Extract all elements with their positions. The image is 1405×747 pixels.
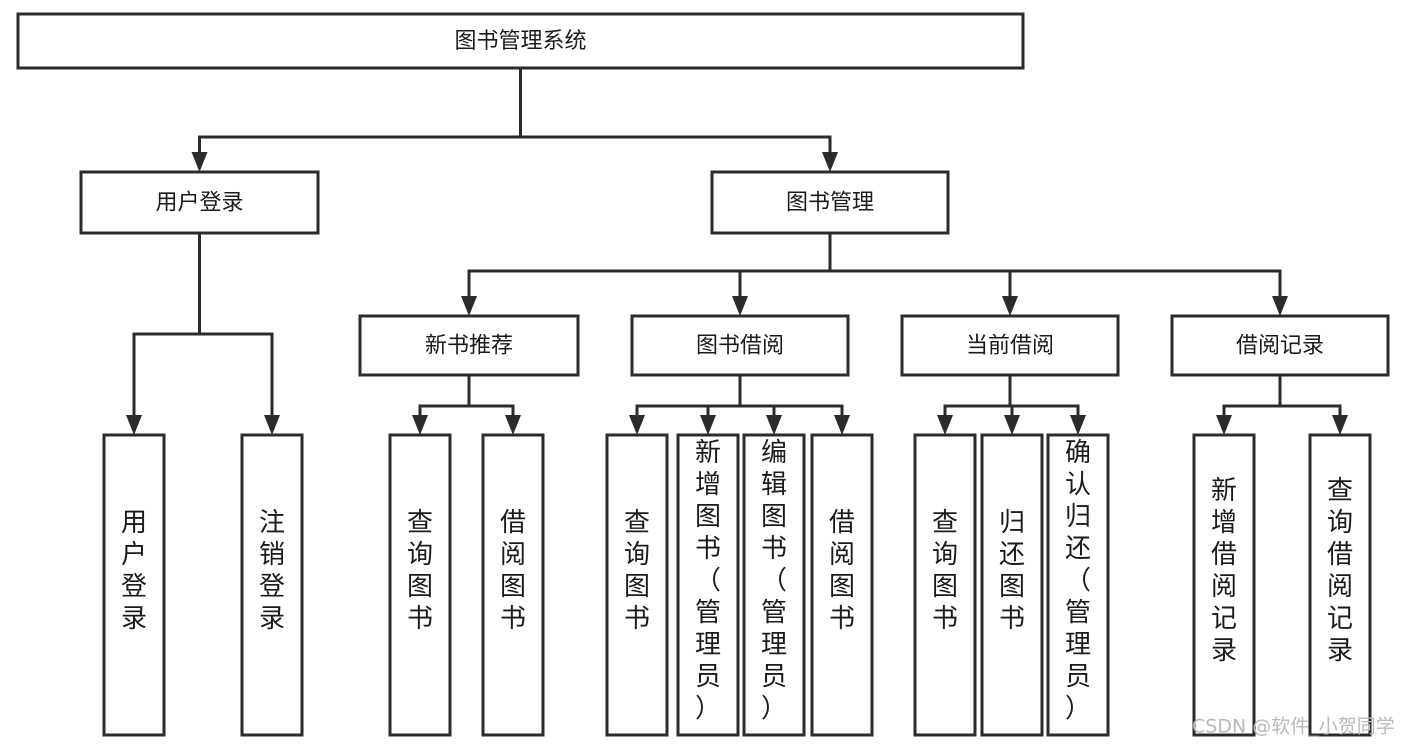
diagram-node[interactable]: 查询图书 [913,433,977,737]
node-box[interactable] [980,433,1044,737]
node-box[interactable] [1308,433,1372,737]
connector-layer [126,66,1348,435]
arrow-head-icon [766,415,782,435]
node-label: 图书借阅 [696,334,784,359]
diagram-node[interactable]: 注销登录 [240,433,304,737]
node-label: 注销登录 [259,508,285,634]
arrow-head-icon [412,415,428,435]
diagram-node[interactable]: 当前借阅 [900,314,1120,377]
node-label: 新增图书（管理员） [695,438,721,724]
node-label: 查询借阅记录 [1327,476,1353,666]
node-label: 查询图书 [407,508,433,634]
node-label: 查询图书 [624,508,650,634]
arrow-head-icon [937,415,953,435]
arrow-head-icon [264,415,280,435]
node-label: 用户登录 [155,191,243,216]
arrow-head-icon [191,152,208,172]
arrow-head-icon [126,415,142,435]
diagram-node[interactable]: 用户登录 [79,170,320,235]
diagram-node[interactable]: 查询图书 [605,433,669,737]
arrow-head-icon [834,415,850,435]
arrow-head-icon [700,415,716,435]
arrow-head-icon [1332,415,1348,435]
arrow-head-icon [1002,296,1018,316]
node-box[interactable] [630,314,850,377]
diagram-node[interactable]: 新增图书（管理员） [676,433,740,737]
arrow-head-icon [1004,415,1020,435]
node-label: 归还图书 [999,508,1025,634]
node-label: 确认归还（管理员） [1065,438,1091,724]
node-label: 借阅记录 [1236,334,1324,359]
diagram-node[interactable]: 用户登录 [102,433,166,737]
arrow-head-icon [1216,415,1232,435]
diagram-node[interactable]: 借阅图书 [810,433,874,737]
node-label: 当前借阅 [966,334,1054,359]
node-box[interactable] [481,433,545,737]
arrow-head-icon [461,296,477,316]
node-label: 查询图书 [932,508,958,634]
node-box[interactable] [810,433,874,737]
diagram-node[interactable]: 图书管理 [710,170,950,235]
node-box[interactable] [358,314,580,377]
node-box[interactable] [913,433,977,737]
node-box[interactable] [388,433,452,737]
diagram-node[interactable]: 归还图书 [980,433,1044,737]
node-box[interactable] [1046,433,1110,737]
node-label: 编辑图书（管理员） [761,438,787,724]
node-box[interactable] [1192,433,1256,737]
node-label: 图书管理 [786,191,874,216]
node-label: 新书推荐 [425,334,513,359]
diagram-node[interactable]: 图书管理系统 [16,12,1025,70]
node-box[interactable] [79,170,320,235]
arrow-head-icon [822,152,838,172]
diagram-node[interactable]: 查询借阅记录 [1308,433,1372,737]
node-label: 用户登录 [121,508,147,634]
arrow-head-icon [1070,415,1086,435]
diagram-node[interactable]: 图书借阅 [630,314,850,377]
node-label: 借阅图书 [829,508,855,634]
node-box[interactable] [1170,314,1390,377]
node-box[interactable] [676,433,740,737]
diagram-node[interactable]: 编辑图书（管理员） [742,433,806,737]
watermark-label: CSDN @软件_小贺同学 [1192,716,1395,738]
node-box[interactable] [742,433,806,737]
arrow-head-icon [732,296,748,316]
node-label: 新增借阅记录 [1211,476,1237,666]
node-box[interactable] [240,433,304,737]
node-layer: 图书管理系统用户登录用户登录注销登录图书管理新书推荐查询图书借阅图书图书借阅查询… [16,12,1390,737]
node-box[interactable] [102,433,166,737]
node-box[interactable] [900,314,1120,377]
node-label: 图书管理系统 [454,29,586,54]
diagram-node[interactable]: 借阅图书 [481,433,545,737]
node-box[interactable] [16,12,1025,70]
diagram-node[interactable]: 查询图书 [388,433,452,737]
arrow-head-icon [1272,296,1288,316]
diagram-node[interactable]: 新书推荐 [358,314,580,377]
diagram-node[interactable]: 确认归还（管理员） [1046,433,1110,737]
node-box[interactable] [710,170,950,235]
arrow-head-icon [629,415,645,435]
diagram-node[interactable]: 借阅记录 [1170,314,1390,377]
arrow-head-icon [505,415,521,435]
node-label: 借阅图书 [500,508,526,634]
diagram-node[interactable]: 新增借阅记录 [1192,433,1256,737]
node-box[interactable] [605,433,669,737]
